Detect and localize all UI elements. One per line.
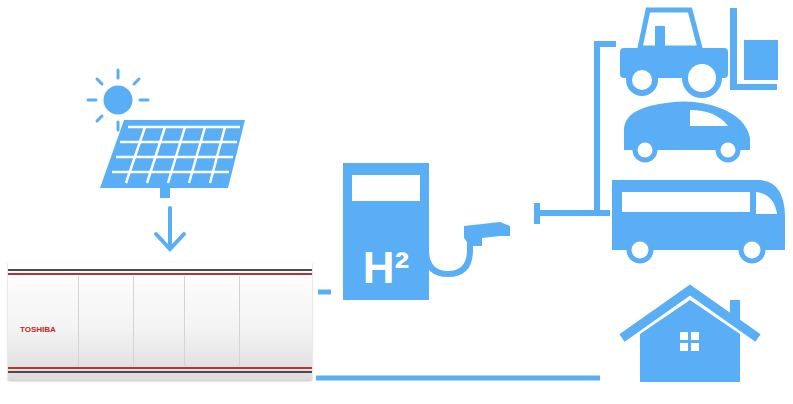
unit-panel-seam	[133, 276, 134, 366]
unit-panel-seam	[239, 276, 240, 366]
sun-ray	[117, 122, 120, 130]
wheel	[629, 239, 651, 261]
down-arrow	[156, 208, 184, 249]
sun-ray	[140, 99, 148, 102]
forklift-fork	[737, 84, 777, 90]
wheel	[635, 140, 655, 160]
fuel-label: H²	[343, 246, 429, 290]
house-wall	[640, 300, 740, 382]
window-pane	[691, 332, 699, 340]
arrow-shaft	[168, 208, 172, 248]
forklift-seat	[655, 26, 665, 48]
grid-line	[126, 127, 145, 183]
panel-body	[100, 120, 245, 188]
bracket-line	[597, 210, 610, 216]
house-icon	[622, 290, 758, 382]
unit-panel-seam	[184, 276, 185, 366]
window-pane	[680, 343, 688, 351]
window-pane	[691, 343, 699, 351]
unit-stripe	[8, 367, 312, 369]
wheel	[685, 61, 719, 95]
grid-line	[210, 127, 225, 183]
grid-line	[120, 141, 237, 144]
forklift-cabin	[640, 10, 700, 48]
wheel	[718, 140, 738, 160]
forklift-load	[744, 40, 778, 80]
unit-stripe	[8, 371, 312, 373]
bus-window	[622, 192, 750, 212]
sun-ray	[117, 70, 120, 78]
sun-ray	[97, 116, 102, 121]
power-line	[316, 376, 600, 381]
house-window	[680, 332, 699, 351]
car-icon	[624, 101, 750, 160]
grid-line	[168, 127, 185, 183]
house-chimney	[730, 300, 740, 322]
wheel	[629, 67, 655, 93]
sun-ray	[134, 79, 139, 84]
bus-icon	[612, 180, 785, 261]
sun-ray	[88, 99, 96, 102]
grid-line	[147, 127, 165, 183]
unit-stripe	[8, 273, 312, 275]
car-window	[690, 110, 728, 126]
grid-line	[189, 127, 205, 183]
sun-disc	[105, 87, 131, 113]
panel-stand	[160, 188, 170, 198]
window-pane	[680, 332, 688, 340]
storage-unit: TOSHIBA	[8, 262, 312, 380]
bus-windshield	[756, 192, 777, 214]
bracket-line	[537, 210, 600, 216]
hose	[426, 205, 470, 274]
solar-panel	[100, 120, 245, 198]
unit-panel-seam	[78, 276, 79, 366]
forklift-mast	[730, 8, 737, 90]
forklift-icon	[620, 8, 778, 95]
arrow-head	[156, 234, 184, 249]
bracket-line	[594, 41, 616, 47]
brand-label: TOSHIBA	[20, 325, 56, 334]
bracket-line	[594, 44, 600, 216]
wheel	[741, 239, 763, 261]
pump-screen	[352, 175, 420, 201]
hydrogen-pump: H²	[343, 163, 429, 300]
panel-grid	[112, 127, 240, 183]
distribution-bracket	[537, 44, 616, 224]
unit-stripe	[8, 269, 312, 271]
nozzle	[464, 222, 510, 246]
sun-ray	[97, 79, 102, 84]
supply-connector	[318, 290, 331, 295]
